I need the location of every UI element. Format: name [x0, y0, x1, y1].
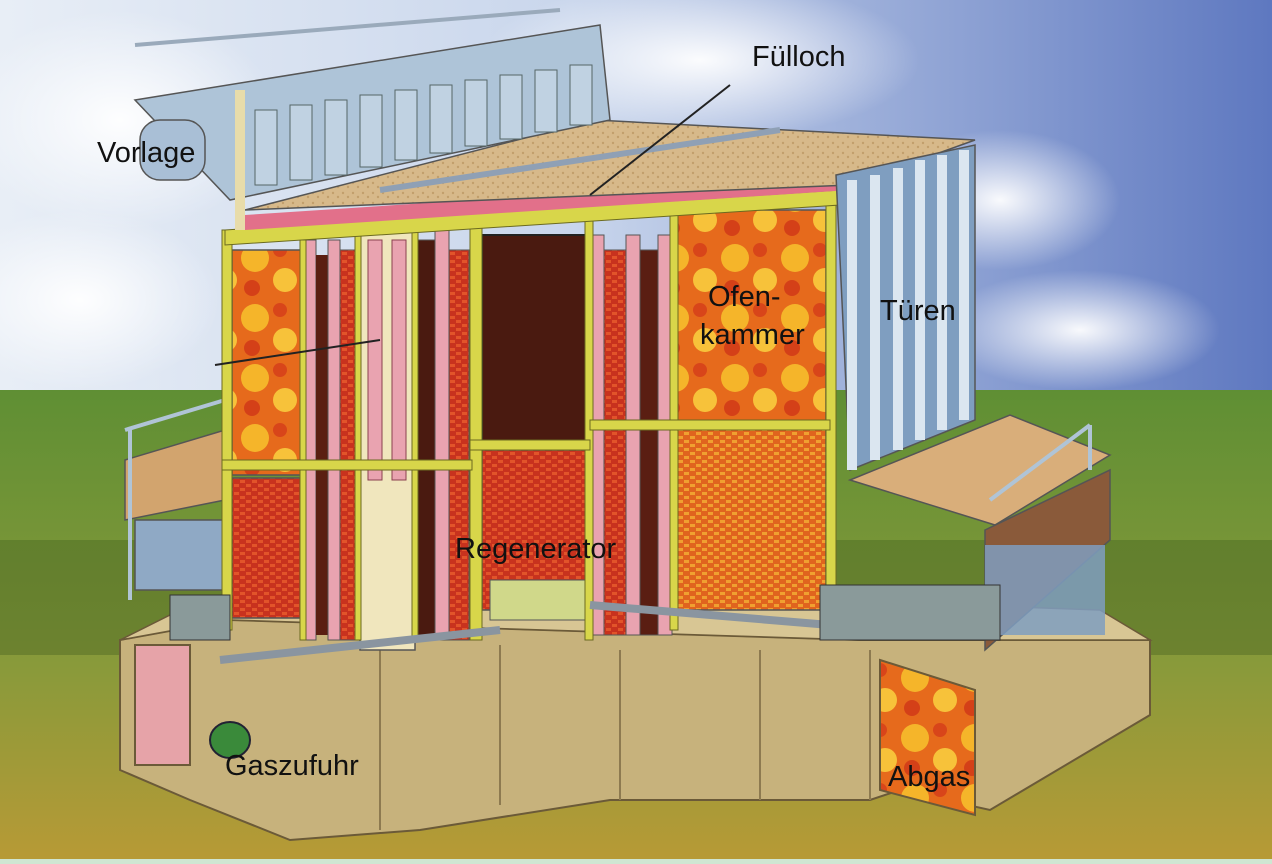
flue-opening-right: [879, 658, 976, 817]
left-platform: [124, 398, 226, 600]
base-piping: [219, 601, 831, 664]
gas-inlet-pipe: [209, 721, 251, 759]
oven-doors: [835, 144, 976, 472]
flue-opening-left: [134, 644, 191, 766]
collecting-main: [133, 8, 611, 230]
leader-left: [214, 339, 381, 366]
leader-fuelloch: [589, 84, 731, 196]
label-vorlage: Vorlage: [97, 137, 195, 169]
label-ofenkammer-line1: Ofen-: [708, 281, 781, 313]
valve-box-right: [819, 584, 1001, 641]
label-gaszufuhr: Gaszufuhr: [225, 750, 359, 782]
label-ofenkammer-line2: kammer: [700, 319, 805, 351]
oven-roof: [244, 119, 976, 211]
label-fuelloch: Fülloch: [752, 41, 846, 73]
valve-box-left: [169, 594, 231, 641]
right-platform: [847, 414, 1112, 652]
oven-battery: [221, 175, 850, 651]
label-regenerator: Regenerator: [455, 533, 617, 565]
charging-rail: [379, 127, 781, 193]
label-abgas: Abgas: [888, 761, 970, 793]
label-tueren: Türen: [880, 295, 956, 327]
